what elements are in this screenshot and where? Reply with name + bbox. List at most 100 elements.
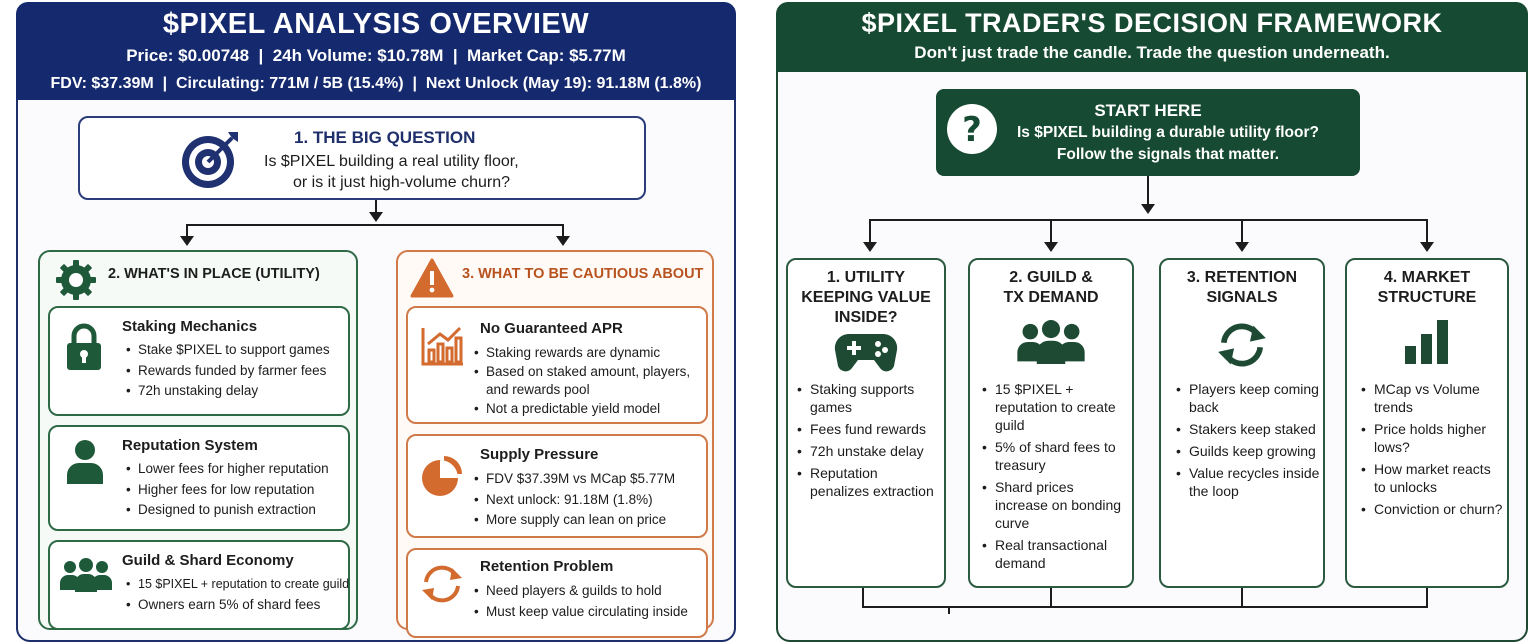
connector-line [862, 586, 864, 608]
big-question-line-1: Is $PIXEL building a real utility floor, [264, 153, 519, 170]
list-item: Reputation penalizes extraction [797, 464, 937, 500]
arrow-down-icon [863, 242, 877, 252]
start-here-line-2: Follow the signals that matter. [1056, 146, 1280, 163]
list-item: 15 $PIXEL + reputation to create guild [126, 574, 356, 595]
connector-line [1241, 586, 1243, 608]
column-title-line: 1. UTILITY [826, 269, 906, 286]
big-question-line-2: or is it just high-volume churn? [293, 174, 510, 191]
guild-demand-column: 2. GUILD & TX DEMAND 15 $PIXEL + reputat… [968, 258, 1134, 588]
column-title-line: TX DEMAND [1003, 289, 1099, 306]
column-title: 3. RETENTION SIGNALS [1161, 268, 1323, 308]
in-place-heading: 2. WHAT'S IN PLACE (UTILITY) [108, 266, 320, 282]
list-item: FDV $37.39M vs MCap $5.77M [474, 469, 704, 490]
connector-line [562, 224, 564, 240]
column-title-line: STRUCTURE [1377, 289, 1477, 306]
arrow-down-icon [1420, 242, 1434, 252]
stats-line-2: FDV: $37.39M | Circulating: 771M / 5B (1… [50, 75, 702, 92]
connector-line [1241, 219, 1243, 245]
no-guaranteed-apr-card: No Guaranteed APR Staking rewards are dy… [406, 306, 708, 424]
column-title-line: 2. GUILD & [1009, 269, 1093, 286]
guild-shard-economy-card: Guild & Shard Economy 15 $PIXEL + reputa… [48, 540, 350, 630]
connector-line [869, 219, 871, 245]
list-item: 15 $PIXEL + reputation to create guild [982, 380, 1128, 434]
list-item: 72h unstake delay [797, 442, 937, 460]
column-bullets: Staking supports games Fees fund rewards… [797, 380, 937, 504]
gamepad-icon [834, 334, 898, 372]
connector-line [1050, 586, 1052, 608]
arrow-down-icon [1044, 242, 1058, 252]
connector-line [375, 200, 377, 218]
bar-chart-icon [1405, 320, 1448, 364]
refresh-icon [422, 565, 462, 603]
connector-line [869, 219, 1428, 221]
list-item: Lower fees for higher reputation [126, 459, 350, 480]
list-item: Value recycles inside the loop [1176, 464, 1320, 500]
list-item: Fees fund rewards [797, 420, 937, 438]
column-bullets: 15 $PIXEL + reputation to create guild 5… [982, 380, 1128, 576]
stats-line-1: Price: $0.00748 | 24h Volume: $10.78M | … [126, 46, 626, 65]
decision-framework-header: $PIXEL TRADER'S DECISION FRAMEWORK Don't… [776, 2, 1528, 72]
list-item: Stake $PIXEL to support games [126, 340, 350, 361]
retention-problem-card: Retention Problem Need players & guilds … [406, 548, 708, 638]
connector-line [186, 224, 564, 226]
warning-icon [410, 258, 454, 298]
list-item: Must keep value circulating inside [474, 602, 706, 623]
card-title: Staking Mechanics [122, 318, 258, 335]
list-item: Real transactional demand [982, 536, 1128, 572]
column-bullets: MCap vs Volume trends Price holds higher… [1361, 380, 1505, 522]
connector-line [1050, 219, 1052, 245]
list-item: Guilds keep growing [1176, 442, 1320, 460]
connector-line [862, 606, 1428, 608]
card-title: Retention Problem [480, 558, 614, 575]
analysis-overview-header: $PIXEL ANALYSIS OVERVIEW Price: $0.00748… [16, 2, 736, 100]
list-item: More supply can lean on price [474, 510, 704, 531]
arrow-down-icon [180, 236, 194, 246]
list-item: Higher fees for low reputation [126, 480, 350, 501]
connector-line [948, 606, 950, 614]
list-item: Designed to punish extraction [126, 500, 350, 521]
lock-icon [67, 323, 101, 370]
list-item: Staking supports games [797, 380, 937, 416]
list-item: Next unlock: 91.18M (1.8%) [474, 490, 704, 511]
list-item: Shard prices increase on bonding curve [982, 478, 1128, 532]
card-title: Reputation System [122, 437, 258, 454]
list-item: Stakers keep staked [1176, 420, 1320, 438]
column-title-line: INSIDE? [834, 309, 898, 326]
card-bullets: Need players & guilds to hold Must keep … [474, 581, 706, 622]
list-item: Rewards funded by farmer fees [126, 361, 350, 382]
connector-line [1426, 586, 1428, 608]
pie-chart-icon [422, 456, 462, 496]
list-item: MCap vs Volume trends [1361, 380, 1505, 416]
analysis-overview-title: $PIXEL ANALYSIS OVERVIEW [162, 8, 590, 40]
big-question-heading: 1. THE BIG QUESTION [294, 128, 476, 147]
card-bullets: Lower fees for higher reputation Higher … [126, 459, 350, 521]
arrow-down-icon [1141, 204, 1155, 214]
arrow-down-icon [369, 212, 383, 222]
decision-framework-title: $PIXEL TRADER'S DECISION FRAMEWORK [861, 8, 1443, 38]
list-item: Players keep coming back [1176, 380, 1320, 416]
column-title-line: KEEPING VALUE [801, 289, 931, 306]
column-bullets: Players keep coming back Stakers keep st… [1176, 380, 1320, 504]
start-here-line-1: Is $PIXEL building a durable utility flo… [1017, 124, 1319, 141]
column-title: 1. UTILITY KEEPING VALUE INSIDE? [788, 268, 944, 328]
list-item: Owners earn 5% of shard fees [126, 595, 356, 616]
market-structure-column: 4. MARKET STRUCTURE MCap vs Volume trend… [1345, 258, 1509, 588]
list-item: Not a predictable yield model [474, 400, 694, 419]
gear-icon [56, 260, 96, 300]
list-item: Based on staked amount, players, and rew… [474, 363, 694, 400]
column-title: 2. GUILD & TX DEMAND [970, 268, 1132, 308]
card-title: No Guaranteed APR [480, 320, 623, 337]
card-bullets: Staking rewards are dynamic Based on sta… [474, 344, 694, 418]
supply-pressure-card: Supply Pressure FDV $37.39M vs MCap $5.7… [406, 434, 708, 538]
cautious-section: 3. WHAT TO BE CAUTIOUS ABOUT No Guarante… [396, 250, 714, 638]
in-place-section: 2. WHAT'S IN PLACE (UTILITY) Staking Mec… [38, 250, 358, 630]
column-title-line: SIGNALS [1206, 289, 1278, 306]
reputation-system-card: Reputation System Lower fees for higher … [48, 425, 350, 531]
utility-column: 1. UTILITY KEEPING VALUE INSIDE? Staking… [786, 258, 946, 588]
card-bullets: FDV $37.39M vs MCap $5.77M Next unlock: … [474, 469, 704, 531]
retention-column: 3. RETENTION SIGNALS Players keep coming… [1159, 258, 1325, 588]
list-item: 72h unstaking delay [126, 381, 350, 402]
list-item: 5% of shard fees to treasury [982, 438, 1128, 474]
bar-chart-icon [421, 326, 463, 366]
refresh-icon [1218, 323, 1266, 367]
